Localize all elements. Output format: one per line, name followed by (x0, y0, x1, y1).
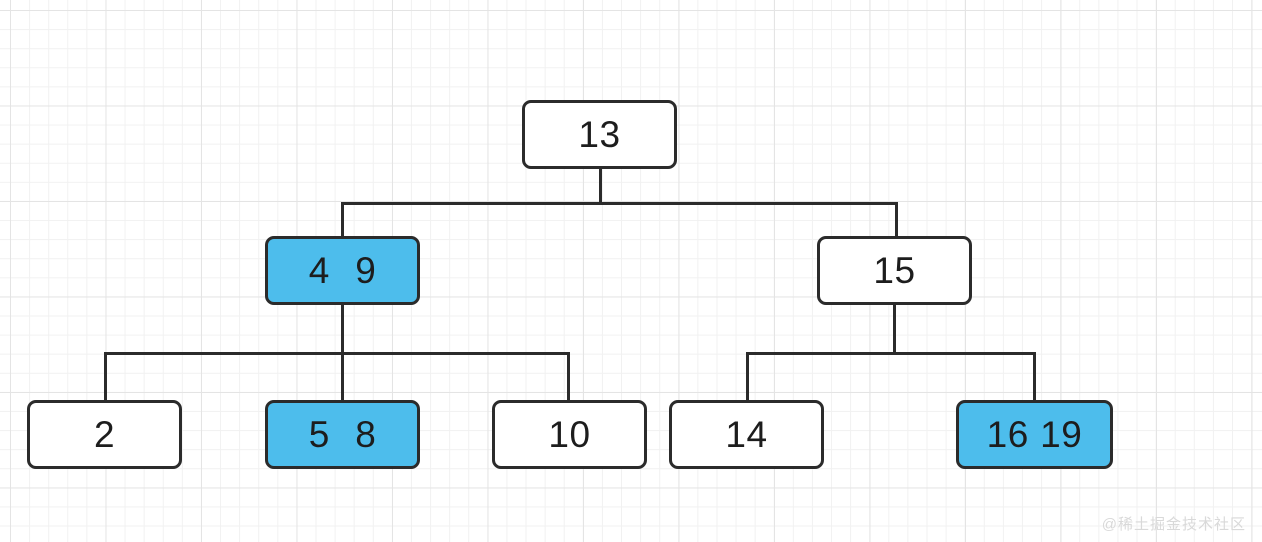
edge-root-to-left-child (341, 202, 344, 239)
node-key: 5 (308, 414, 330, 455)
edge-root-bar (341, 202, 898, 205)
watermark: @稀土掘金技术社区 (1101, 516, 1246, 533)
node-key: 10 (548, 414, 591, 455)
tree-node-leaf-3[interactable]: 10 (492, 400, 647, 469)
tree-node-leaf-4[interactable]: 14 (669, 400, 824, 469)
node-key: 9 (355, 250, 377, 291)
edge-right-to-leaf-5 (1033, 352, 1036, 403)
tree-node-leaf-2[interactable]: 5 8 (265, 400, 420, 469)
edge-left-to-leaf-3 (567, 352, 570, 403)
node-key: 13 (578, 114, 621, 155)
edge-left-subtree-bar (104, 352, 570, 355)
edge-root-to-right-child (895, 202, 898, 239)
edge-left-to-leaf-1 (104, 352, 107, 403)
tree-node-leaf-1[interactable]: 2 (27, 400, 182, 469)
node-key: 14 (725, 414, 768, 455)
node-key: 16 (986, 414, 1029, 455)
edge-root-stem (599, 166, 602, 205)
edge-right-subtree-bar (746, 352, 1036, 355)
tree-node-leaf-5[interactable]: 16 19 (956, 400, 1113, 469)
node-key: 8 (355, 414, 377, 455)
node-key: 15 (873, 250, 916, 291)
node-key: 2 (93, 414, 116, 455)
edge-left-subtree-stem (341, 303, 344, 355)
edge-right-to-leaf-4 (746, 352, 749, 403)
tree-node-level2-left[interactable]: 4 9 (265, 236, 420, 305)
tree-node-root[interactable]: 13 (522, 100, 677, 169)
edge-left-to-leaf-2 (341, 352, 344, 403)
node-key: 19 (1040, 414, 1083, 455)
node-key: 4 (308, 250, 330, 291)
edge-right-subtree-stem (893, 303, 896, 355)
tree-node-level2-right[interactable]: 15 (817, 236, 972, 305)
